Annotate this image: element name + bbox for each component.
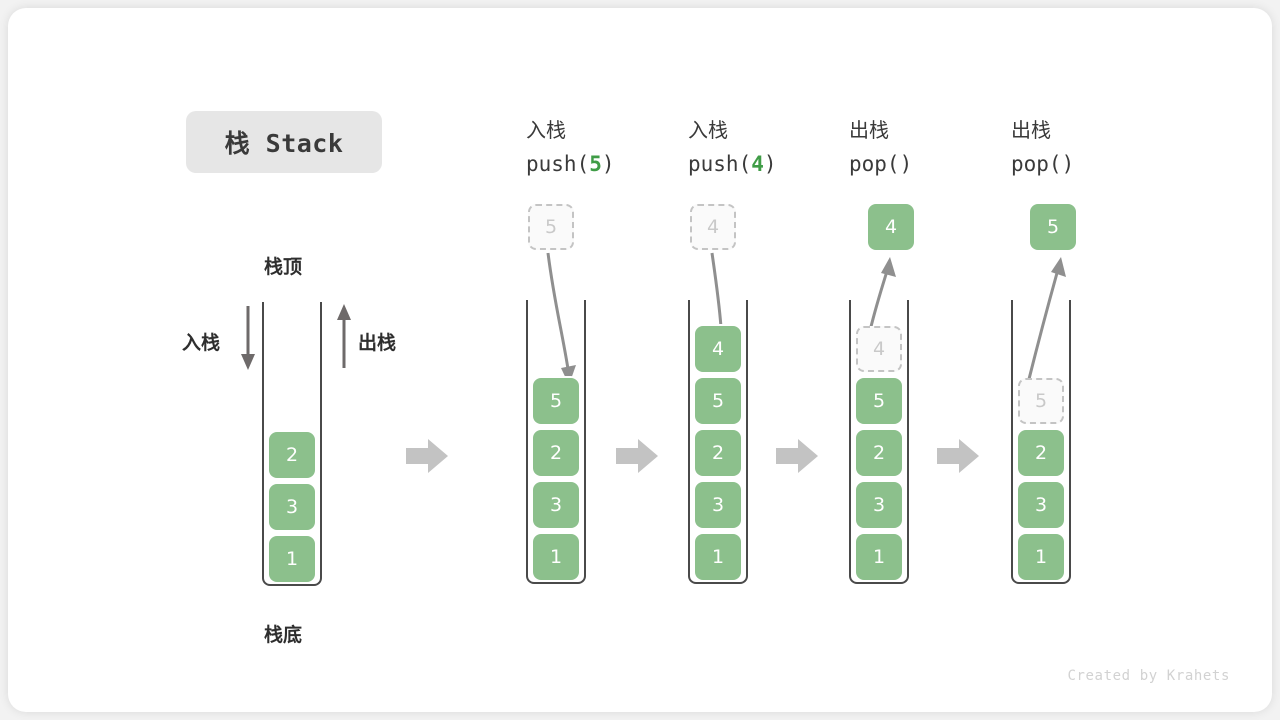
stack-cell: 4	[695, 326, 741, 372]
stack-cell: 2	[533, 430, 579, 476]
code-prefix: pop(	[849, 152, 900, 176]
stack-column-pop-5: 出栈 pop() 5 5 2 3 1	[1011, 113, 1076, 584]
stack-cell: 2	[1018, 430, 1064, 476]
attribution-footer: Created by Krahets	[1067, 668, 1230, 684]
pop-motion-arrow-icon	[1025, 257, 1066, 388]
code-arg: 4	[751, 152, 764, 176]
popped-value-box: 4	[868, 204, 914, 250]
pop-arrow-up-icon	[337, 304, 351, 368]
stack-container	[849, 300, 909, 584]
vacated-slot: 5	[1018, 378, 1064, 424]
stack-cell: 2	[856, 430, 902, 476]
stack-column-push-5: 入栈 push(5) 5 5 2 3 1	[526, 113, 615, 584]
push-label: 入栈	[182, 332, 221, 354]
column-heading-code: push(4)	[688, 147, 777, 181]
step-arrow-icon	[776, 439, 818, 473]
stack-cell: 2	[695, 430, 741, 476]
diagram-canvas: 栈 Stack 栈顶 入栈 出栈 2 3 1 栈底 入栈 push(5	[8, 8, 1272, 712]
column-heading-code: pop()	[849, 147, 912, 181]
stack-cell: 3	[533, 482, 579, 528]
stack-cell: 1	[533, 534, 579, 580]
stack-cell: 3	[1018, 482, 1064, 528]
column-heading: 出栈 pop()	[1011, 113, 1074, 181]
stack-container	[262, 302, 322, 586]
pop-label: 出栈	[358, 332, 397, 354]
step-arrow-icon	[937, 439, 979, 473]
stack-bottom-label: 栈底	[264, 624, 303, 646]
popped-value-box: 5	[1030, 204, 1076, 250]
step-arrow-icon	[616, 439, 658, 473]
step-arrow-icon	[406, 439, 448, 473]
code-suffix: )	[1061, 152, 1075, 176]
stack-cell: 5	[533, 378, 579, 424]
vacated-slot: 4	[856, 326, 902, 372]
stack-column-pop-4: 出栈 pop() 4 4 5 2 3 1	[849, 113, 914, 584]
stack-cell: 1	[695, 534, 741, 580]
code-suffix: )	[763, 152, 777, 176]
column-heading-cn: 出栈	[1011, 118, 1051, 142]
stack-cell: 1	[856, 534, 902, 580]
code-arg: 5	[589, 152, 602, 176]
page-title: 栈 Stack	[186, 111, 382, 173]
stack-cell: 3	[856, 482, 902, 528]
code-prefix: push(	[526, 152, 590, 176]
column-heading-code: pop()	[1011, 147, 1074, 181]
push-motion-arrow-icon	[546, 252, 576, 385]
stack-cell: 3	[695, 482, 741, 528]
stack-cell: 5	[695, 378, 741, 424]
column-heading-cn: 出栈	[849, 118, 889, 142]
code-prefix: pop(	[1011, 152, 1062, 176]
column-heading-cn: 入栈	[688, 118, 728, 142]
push-arrow-down-icon	[241, 306, 255, 370]
stack-cell: 2	[269, 432, 315, 478]
column-heading: 入栈 push(5)	[526, 113, 615, 181]
column-heading-cn: 入栈	[526, 118, 566, 142]
code-suffix: )	[601, 152, 615, 176]
stack-column-push-4: 入栈 push(4) 4 4 5 2 3 1	[688, 113, 777, 584]
stack-cell: 1	[1018, 534, 1064, 580]
code-suffix: )	[899, 152, 913, 176]
stack-container	[688, 300, 748, 584]
column-heading-code: push(5)	[526, 147, 615, 181]
column-heading: 入栈 push(4)	[688, 113, 777, 181]
floating-value-box: 5	[528, 204, 574, 250]
stack-cell: 3	[269, 484, 315, 530]
stack-cell: 5	[856, 378, 902, 424]
stack-cell: 1	[269, 536, 315, 582]
code-prefix: push(	[688, 152, 752, 176]
column-heading: 出栈 pop()	[849, 113, 912, 181]
stack-container	[1011, 300, 1071, 584]
stack-top-label: 栈顶	[264, 256, 303, 278]
stack-container	[526, 300, 586, 584]
floating-value-box: 4	[690, 204, 736, 250]
